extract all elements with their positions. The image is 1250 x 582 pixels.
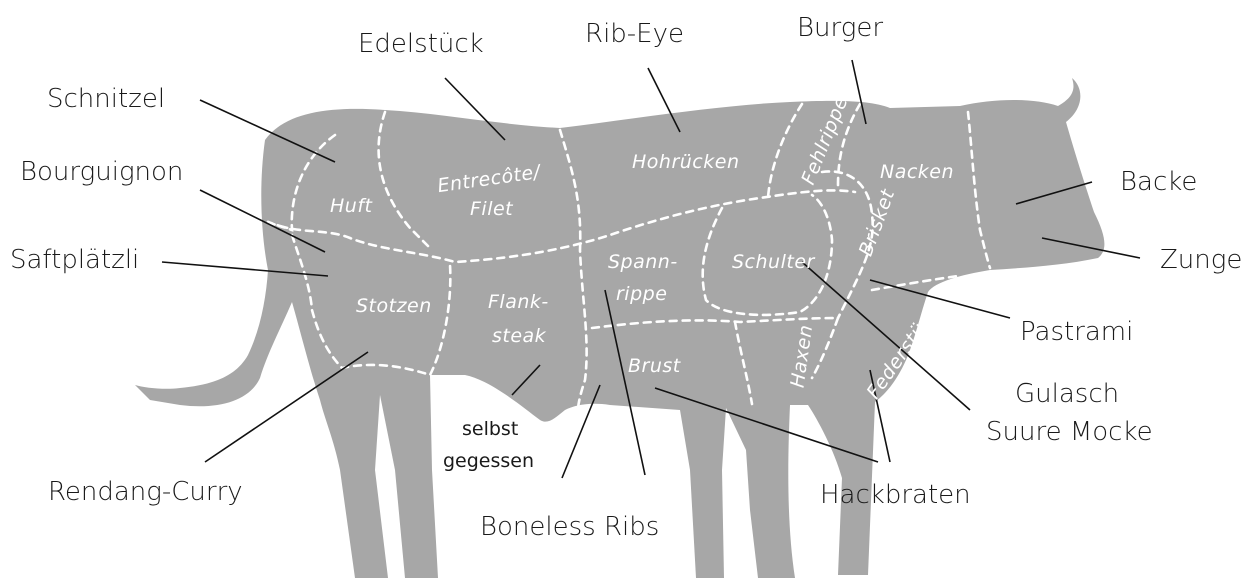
label-gulasch-2: Suure Mocke bbox=[986, 417, 1153, 447]
cut-label-spann-2: rippe bbox=[616, 283, 667, 305]
cut-label-flank-1: Flank- bbox=[488, 291, 549, 313]
label-hackbraten: Hackbraten bbox=[820, 480, 971, 510]
cut-label-hohruecken: Hohrücken bbox=[632, 151, 740, 173]
cut-label-spann-1: Spann- bbox=[608, 251, 678, 273]
cut-label-stotzen: Stotzen bbox=[356, 295, 432, 317]
cut-label-nacken: Nacken bbox=[880, 161, 954, 183]
label-selbst-1: selbst bbox=[462, 418, 518, 440]
label-edelstueck: Edelstück bbox=[358, 29, 484, 59]
label-boneless: Boneless Ribs bbox=[480, 512, 659, 542]
label-rib-eye: Rib-Eye bbox=[585, 19, 684, 49]
cut-label-huft: Huft bbox=[330, 195, 374, 217]
label-pastrami: Pastrami bbox=[1020, 317, 1133, 347]
label-saftplaetzli: Saftplätzli bbox=[10, 245, 139, 275]
cut-label-entrecote-2: Filet bbox=[470, 198, 514, 220]
cut-label-schulter: Schulter bbox=[732, 251, 816, 273]
label-bourguignon: Bourguignon bbox=[20, 157, 183, 187]
label-burger: Burger bbox=[797, 13, 883, 43]
label-schnitzel: Schnitzel bbox=[47, 84, 165, 114]
label-zunge: Zunge bbox=[1160, 245, 1242, 275]
label-gulasch-1: Gulasch bbox=[1015, 379, 1119, 409]
cut-label-brust: Brust bbox=[628, 355, 682, 377]
cut-label-flank-2: steak bbox=[492, 325, 547, 347]
label-backe: Backe bbox=[1120, 167, 1197, 197]
label-selbst-2: gegessen bbox=[443, 450, 534, 472]
label-rendang: Rendang-Curry bbox=[48, 477, 243, 507]
